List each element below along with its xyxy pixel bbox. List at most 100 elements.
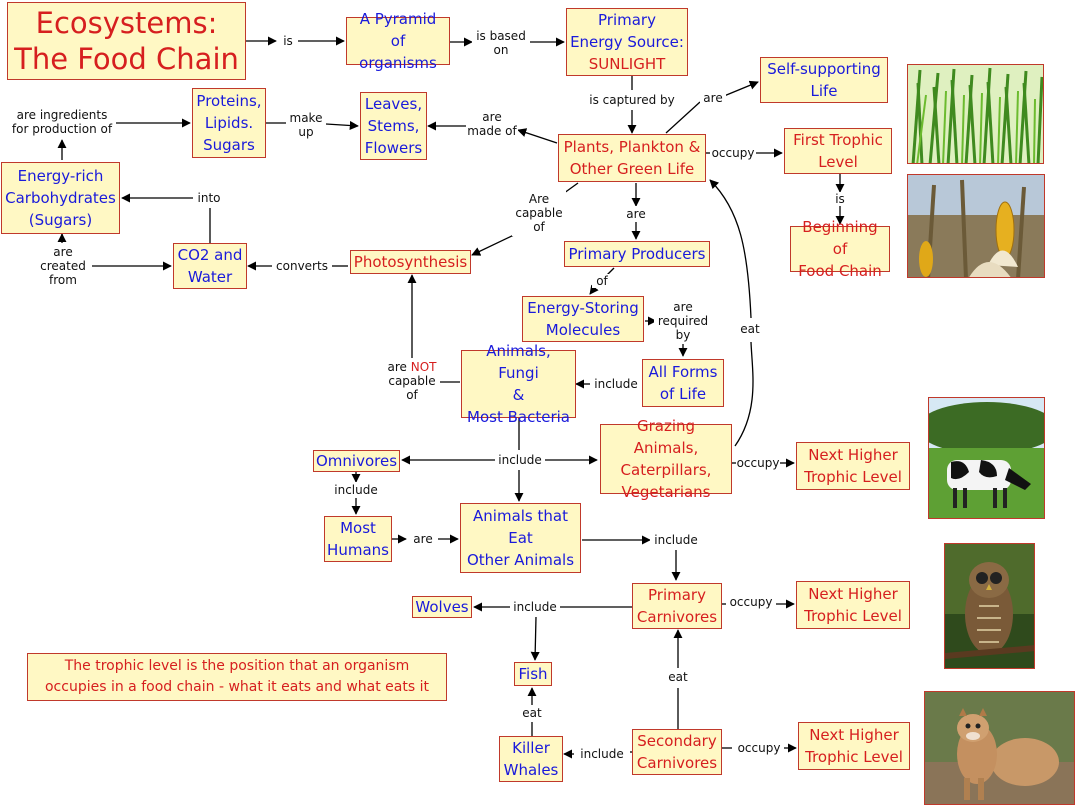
node-primary-carnivores-label: Primary Carnivores [636, 586, 718, 626]
cow-photo [928, 397, 1045, 519]
link-text: occupy [736, 456, 780, 470]
link-text: eat [668, 670, 688, 684]
trophic-note: The trophic level is the position that a… [27, 653, 447, 701]
link-text: are [703, 91, 723, 105]
corn-photo [907, 174, 1045, 278]
node-next-higher-2[interactable]: Next Higher Trophic Level [796, 581, 910, 629]
link-label-of: of [592, 274, 612, 288]
node-animals-eat-label: Animals that Eat Other Animals [466, 507, 575, 569]
link-text: occupy [729, 595, 773, 609]
link-label-occupy-secondary: occupy [734, 740, 784, 756]
node-wolves-label: Wolves [415, 598, 469, 616]
link-text: include [580, 747, 624, 761]
link-label-are-capable-of: Are capable of [512, 190, 566, 236]
node-wolves[interactable]: Wolves [412, 596, 472, 618]
node-most-humans[interactable]: Most Humans [324, 516, 392, 562]
link-text: include [594, 377, 638, 391]
node-killer-whales[interactable]: Killer Whales [499, 736, 563, 782]
link-text-not: NOT [410, 360, 437, 374]
node-next-higher-1[interactable]: Next Higher Trophic Level [796, 442, 910, 490]
node-grazing-label: Grazing Animals, Caterpillars, Vegetaria… [620, 417, 712, 501]
node-animals-fungi[interactable]: Animals, Fungi & Most Bacteria [461, 342, 576, 426]
link-label-eat-grazing: eat [736, 320, 764, 338]
node-photosynthesis-label: Photosynthesis [353, 253, 468, 271]
link-label-is-beginning: is [832, 192, 848, 206]
link-label-are-made-of: are made of [466, 109, 518, 139]
link-text: of [596, 274, 608, 288]
node-self-supporting[interactable]: Self-supporting Life [760, 57, 888, 103]
node-energy-storing[interactable]: Energy-Storing Molecules [522, 296, 644, 342]
link-text: is [283, 34, 293, 48]
link-text: is [835, 192, 845, 206]
link-text: into [197, 191, 221, 205]
link-label-converts: converts [272, 258, 332, 274]
node-beginning[interactable]: Beginning of Food Chain [790, 218, 890, 280]
node-fish-label: Fish [518, 665, 548, 683]
link-text: are [626, 207, 646, 221]
title-node: Ecosystems: The Food Chain [7, 2, 246, 80]
node-plants[interactable]: Plants, Plankton & Other Green Life [558, 134, 706, 182]
title-text: Ecosystems: The Food Chain [14, 6, 239, 76]
link-text: converts [276, 259, 328, 273]
node-animals-eat[interactable]: Animals that Eat Other Animals [460, 503, 581, 573]
link-label-is: is [278, 34, 298, 48]
link-text: are NOT capable of [388, 360, 437, 402]
node-first-trophic[interactable]: First Trophic Level [784, 128, 892, 174]
link-label-are-created-from: are created from [34, 243, 92, 289]
node-beginning-label: Beginning of Food Chain [798, 218, 882, 280]
link-text-pre: are [387, 360, 411, 374]
node-pyramid[interactable]: A Pyramid of organisms [346, 10, 450, 72]
node-omnivores-label: Omnivores [315, 452, 398, 470]
link-text: make up [289, 111, 323, 139]
node-most-humans-label: Most Humans [327, 519, 389, 559]
node-sunlight-label: SUNLIGHT [588, 55, 666, 73]
node-secondary-carnivores[interactable]: Secondary Carnivores [632, 729, 722, 775]
node-grazing[interactable]: Grazing Animals, Caterpillars, Vegetaria… [600, 417, 732, 501]
link-text: include [334, 483, 378, 497]
node-co2-water[interactable]: CO2 and Water [173, 243, 247, 289]
link-text: are ingredients for production of [11, 108, 113, 136]
link-label-are-humans: are [408, 531, 438, 547]
link-label-occupy-grazing: occupy [736, 455, 780, 471]
node-leaves-label: Leaves, Stems, Flowers [364, 95, 423, 157]
link-text: are created from [40, 245, 86, 287]
node-primary-producers[interactable]: Primary Producers [564, 241, 710, 267]
node-fish[interactable]: Fish [514, 662, 552, 686]
node-primary-carnivores[interactable]: Primary Carnivores [632, 583, 722, 629]
link-text: eat [522, 706, 542, 720]
node-proteins[interactable]: Proteins, Lipids. Sugars [192, 88, 266, 158]
node-omnivores[interactable]: Omnivores [313, 450, 400, 472]
grass-photo [907, 64, 1044, 164]
node-primary-energy-label: Primary Energy Source: [570, 11, 684, 51]
node-first-trophic-label: First Trophic Level [793, 131, 883, 171]
node-energy-storing-label: Energy-Storing Molecules [527, 299, 639, 339]
node-next-higher-2-label: Next Higher Trophic Level [804, 585, 902, 625]
node-primary-energy[interactable]: Primary Energy Source: SUNLIGHT [566, 8, 688, 76]
link-text: include [498, 453, 542, 467]
node-all-forms[interactable]: All Forms of Life [642, 359, 724, 407]
link-label-are-not-capable: are NOT capable of [384, 358, 440, 404]
node-energy-rich[interactable]: Energy-rich Carbohydrates (Sugars) [1, 162, 120, 234]
link-label-include-killer: include [574, 746, 630, 762]
node-secondary-carnivores-label: Secondary Carnivores [636, 732, 718, 772]
node-leaves[interactable]: Leaves, Stems, Flowers [360, 92, 427, 160]
link-text: is captured by [589, 93, 675, 107]
node-photosynthesis[interactable]: Photosynthesis [350, 250, 471, 274]
link-text: include [654, 533, 698, 547]
link-label-include-center: include [495, 452, 545, 468]
node-animals-fungi-label: Animals, Fungi & Most Bacteria [467, 342, 570, 426]
link-label-eat-fish: eat [518, 705, 546, 721]
link-label-eat-primary: eat [664, 669, 692, 685]
link-label-are-ingredients: are ingredients for production of [8, 107, 116, 137]
link-label-are-producers: are [622, 206, 650, 222]
node-next-higher-3[interactable]: Next Higher Trophic Level [798, 722, 910, 770]
node-energy-rich-label: Energy-rich Carbohydrates (Sugars) [5, 167, 116, 229]
link-text: are [413, 532, 433, 546]
link-text: are required by [657, 300, 709, 342]
node-plants-label: Plants, Plankton & Other Green Life [563, 138, 701, 178]
node-co2-label: CO2 and Water [177, 246, 243, 286]
link-text: is based on [476, 29, 526, 57]
link-text: Are capable of [515, 192, 563, 234]
link-label-are-required-by: are required by [654, 298, 712, 344]
